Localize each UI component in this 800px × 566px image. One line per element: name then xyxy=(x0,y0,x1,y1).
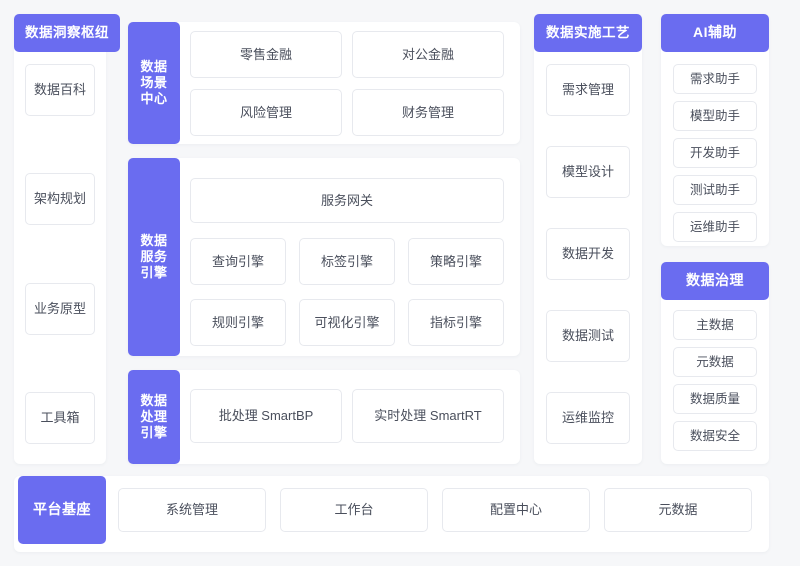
processing-engine-tag-line-2: 引擎 xyxy=(140,425,168,441)
ai-assist-item-4[interactable]: 运维助手 xyxy=(673,212,757,242)
processing-engine-item-1[interactable]: 实时处理 SmartRT xyxy=(352,389,504,443)
service-gateway[interactable]: 服务网关 xyxy=(190,178,504,223)
insight-hub-item-2[interactable]: 业务原型 xyxy=(25,283,95,335)
service-engine-item-0[interactable]: 查询引擎 xyxy=(190,238,286,285)
service-engine-item-5[interactable]: 指标引擎 xyxy=(408,299,504,346)
insight-hub-tag[interactable]: 数据洞察枢纽 xyxy=(14,14,120,52)
scene-center-item-0[interactable]: 零售金融 xyxy=(190,31,342,78)
processing-engine-tag-line-0: 数据 xyxy=(140,392,168,408)
processing-engine-item-0[interactable]: 批处理 SmartBP xyxy=(190,389,342,443)
service-engine-tag[interactable]: 数据 服务 引擎 xyxy=(128,158,180,356)
platform-base-tag[interactable]: 平台基座 xyxy=(18,476,106,544)
data-governance-tag[interactable]: 数据治理 xyxy=(661,262,769,300)
ai-assist-item-3[interactable]: 测试助手 xyxy=(673,175,757,205)
ai-assist-item-1[interactable]: 模型助手 xyxy=(673,101,757,131)
implementation-item-1[interactable]: 模型设计 xyxy=(546,146,630,198)
scene-center-item-1[interactable]: 对公金融 xyxy=(352,31,504,78)
processing-engine-tag[interactable]: 数据 处理 引擎 xyxy=(128,370,180,464)
insight-hub-item-1[interactable]: 架构规划 xyxy=(25,173,95,225)
platform-base-item-0[interactable]: 系统管理 xyxy=(118,488,266,532)
ai-assist-tag[interactable]: AI辅助 xyxy=(661,14,769,52)
scene-center-tag-line-1: 场景 xyxy=(140,74,168,90)
scene-center-item-2[interactable]: 风险管理 xyxy=(190,89,342,136)
service-engine-tag-line-0: 数据 xyxy=(140,232,168,248)
implementation-item-4[interactable]: 运维监控 xyxy=(546,392,630,444)
implementation-tag[interactable]: 数据实施工艺 xyxy=(534,14,642,52)
data-governance-item-1[interactable]: 元数据 xyxy=(673,347,757,377)
scene-center-item-3[interactable]: 财务管理 xyxy=(352,89,504,136)
service-engine-item-3[interactable]: 规则引擎 xyxy=(190,299,286,346)
implementation-item-2[interactable]: 数据开发 xyxy=(546,228,630,280)
service-engine-item-2[interactable]: 策略引擎 xyxy=(408,238,504,285)
scene-center-tag[interactable]: 数据 场景 中心 xyxy=(128,22,180,144)
service-engine-item-1[interactable]: 标签引擎 xyxy=(299,238,395,285)
service-engine-tag-line-2: 引擎 xyxy=(140,265,168,281)
service-engine-tag-line-1: 服务 xyxy=(140,248,168,264)
platform-base-item-2[interactable]: 配置中心 xyxy=(442,488,590,532)
service-engine-item-4[interactable]: 可视化引擎 xyxy=(299,299,395,346)
platform-base-item-3[interactable]: 元数据 xyxy=(604,488,752,532)
insight-hub-item-3[interactable]: 工具箱 xyxy=(25,392,95,444)
platform-base-item-1[interactable]: 工作台 xyxy=(280,488,428,532)
processing-engine-tag-line-1: 处理 xyxy=(140,408,168,424)
data-governance-item-0[interactable]: 主数据 xyxy=(673,310,757,340)
scene-center-tag-line-0: 数据 xyxy=(140,58,168,74)
ai-assist-item-0[interactable]: 需求助手 xyxy=(673,64,757,94)
implementation-item-0[interactable]: 需求管理 xyxy=(546,64,630,116)
ai-assist-item-2[interactable]: 开发助手 xyxy=(673,138,757,168)
implementation-item-3[interactable]: 数据测试 xyxy=(546,310,630,362)
insight-hub-item-0[interactable]: 数据百科 xyxy=(25,64,95,116)
data-governance-item-2[interactable]: 数据质量 xyxy=(673,384,757,414)
scene-center-tag-line-2: 中心 xyxy=(140,91,168,107)
data-governance-item-3[interactable]: 数据安全 xyxy=(673,421,757,451)
